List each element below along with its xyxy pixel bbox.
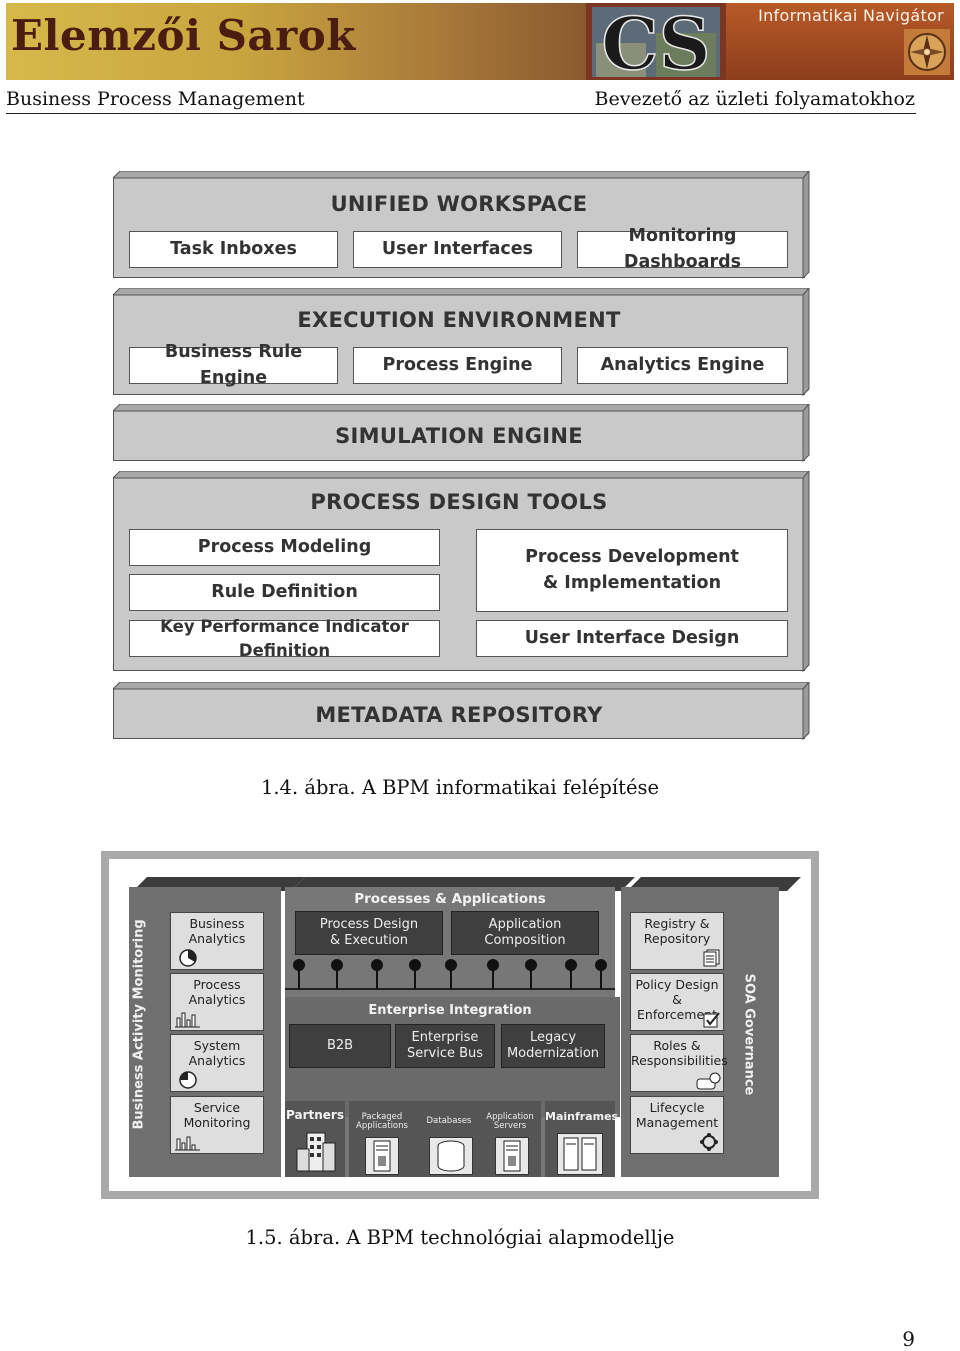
soa-item: Roles & Responsibilities <box>630 1034 728 1092</box>
header-title-panel: Elemzői Sarok <box>6 3 586 80</box>
integration-title: Enterprise Integration <box>368 1003 532 1018</box>
mainframes-label: Mainframes <box>545 1110 619 1123</box>
checkbox-icon <box>703 1012 720 1028</box>
lifecycle-cycle-icon <box>700 1133 718 1151</box>
bar-chart-icon <box>175 1136 200 1151</box>
layer-title: SIMULATION ENGINE <box>335 424 583 448</box>
layer-item: User Interface Design <box>476 620 788 657</box>
header-nav-panel: Informatikai Navigátor <box>726 3 954 80</box>
documents-icon <box>703 949 720 967</box>
pie-chart-icon <box>179 1071 197 1089</box>
bam-item-label: Business Analytics <box>188 916 246 946</box>
packaged-applications-label: Packaged Applications <box>356 1112 408 1132</box>
logo-text: CS <box>601 3 710 80</box>
layer-title: EXECUTION ENVIRONMENT <box>297 308 621 332</box>
figure-caption: 1.4. ábra. A BPM informatikai felépítése <box>260 776 660 799</box>
page-number: 9 <box>902 1327 915 1351</box>
layer-item: User Interfaces <box>353 231 562 268</box>
integration-item: B2B <box>289 1024 391 1068</box>
bam-item-label: Service Monitoring <box>183 1100 251 1130</box>
layer-title: PROCESS DESIGN TOOLS <box>310 490 608 514</box>
bam-item-label: System Analytics <box>188 1038 246 1068</box>
cs-logo: CS <box>586 3 726 80</box>
soa-item-label: Policy Design & Enforcement <box>635 977 719 1022</box>
layer-item: Process Development & Implementation <box>476 529 788 612</box>
connector-pins <box>285 959 615 990</box>
soa-item: Policy Design & Enforcement <box>630 973 724 1031</box>
bam-item: Business Analytics <box>170 912 264 970</box>
processes-title: Processes & Applications <box>354 891 546 907</box>
bam-item: Process Analytics <box>170 973 264 1031</box>
server-icon <box>495 1137 529 1175</box>
bam-item: System Analytics <box>170 1034 264 1092</box>
process-design-tools-layer: PROCESS DESIGN TOOLS Process Modeling Ru… <box>113 477 805 671</box>
layer-item: Process Modeling <box>129 529 440 566</box>
pie-chart-icon <box>179 949 197 967</box>
server-icon <box>365 1137 399 1175</box>
simulation-engine-layer: SIMULATION ENGINE <box>113 410 805 461</box>
application-servers-label: Application Servers <box>486 1112 534 1132</box>
unified-workspace-layer: UNIFIED WORKSPACE Task Inboxes User Inte… <box>113 177 805 278</box>
header-rule <box>6 113 916 114</box>
building-icon <box>296 1132 336 1172</box>
soa-item: Registry & Repository <box>630 912 724 970</box>
layer-title: METADATA REPOSITORY <box>315 703 603 727</box>
layer-item: Process Engine <box>353 347 562 384</box>
databases-label: Databases <box>426 1116 472 1126</box>
header-subtitle-right: Bevezető az üzleti folyamatokhoz <box>594 88 915 110</box>
bar-chart-icon <box>175 1012 200 1028</box>
integration-item: Enterprise Service Bus <box>395 1024 495 1068</box>
layer-title: UNIFIED WORKSPACE <box>330 192 588 216</box>
partners-label: Partners <box>286 1108 344 1122</box>
metadata-repository-layer: METADATA REPOSITORY <box>113 688 805 739</box>
soa-vertical-label: SOA Governance <box>741 973 757 1096</box>
bam-item-label: Process Analytics <box>188 977 246 1007</box>
soa-item-label: Registry & Repository <box>643 916 711 946</box>
layer-item: Business Rule Engine <box>129 342 338 388</box>
soa-item-label: Roles & Responsibilities <box>631 1038 728 1068</box>
compass-icon <box>904 29 950 75</box>
bam-item: Service Monitoring <box>170 1096 264 1154</box>
execution-environment-layer: EXECUTION ENVIRONMENT Business Rule Engi… <box>113 294 805 395</box>
layer-item: Key Performance Indicator Definition <box>129 617 440 660</box>
figure-bpm-technology-model: Business Activity Monitoring Business An… <box>101 851 819 1199</box>
keys-icon <box>696 1072 721 1090</box>
header-subtitle-left: Business Process Management <box>6 88 305 110</box>
layer-item: Analytics Engine <box>577 347 788 384</box>
figure-caption: 1.5. ábra. A BPM technológiai alapmodell… <box>245 1226 675 1249</box>
processes-item: Process Design & Execution <box>295 911 443 955</box>
soa-item: Lifecycle Management <box>630 1096 724 1154</box>
bam-vertical-label: Business Activity Monitoring <box>131 919 147 1130</box>
integration-item: Legacy Modernization <box>501 1024 605 1068</box>
layer-item: Task Inboxes <box>129 231 338 268</box>
header-title: Elemzői Sarok <box>11 11 356 60</box>
mainframe-icon <box>557 1133 603 1175</box>
layer-item: Monitoring Dashboards <box>577 226 788 272</box>
figure-canvas: Business Activity Monitoring Business An… <box>109 859 811 1191</box>
processes-item: Application Composition <box>451 911 599 955</box>
soa-item-label: Lifecycle Management <box>635 1100 719 1130</box>
header-nav-label: Informatikai Navigátor <box>758 6 944 25</box>
layer-item: Rule Definition <box>129 574 440 611</box>
page-header-band: Elemzői Sarok CS Informatikai Navigátor <box>6 3 954 80</box>
database-icon <box>429 1137 473 1175</box>
